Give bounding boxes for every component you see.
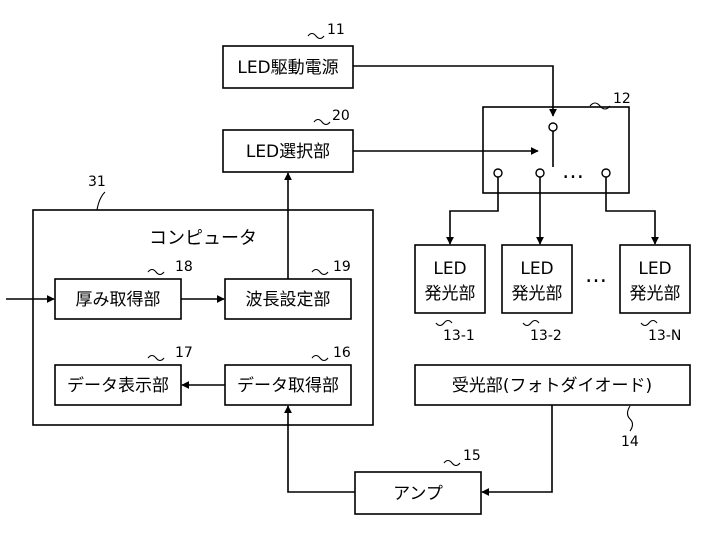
led-unit-ref-n: 13-N (648, 328, 681, 344)
data-display-ref: 17 (175, 345, 193, 361)
led-unit-box-1 (414, 244, 486, 314)
computer-ref-leader (96, 191, 106, 211)
led-unit-ref-2: 13-2 (530, 328, 562, 344)
led-units-ellipsis: … (585, 263, 607, 288)
amplifier-ref: 15 (463, 448, 481, 464)
data-display-ref-leader (147, 354, 165, 362)
data-display-box (54, 364, 182, 406)
switch-terminal-n (601, 168, 611, 178)
receiver-ref: 14 (621, 434, 639, 450)
arrow-amplifier-to-acquire (284, 405, 355, 493)
switch-box (482, 106, 630, 194)
computer-title: コンピュータ (149, 228, 257, 249)
led-unit-line1-n: LED (638, 259, 671, 279)
data-acquire-label: データ取得部 (237, 375, 339, 396)
receiver-ref-leader (626, 405, 634, 432)
led-unit-ref-leader-n (640, 319, 658, 327)
led-unit-line2-1: 発光部 (425, 284, 476, 304)
amplifier-box (354, 471, 482, 515)
data-acquire-ref: 16 (333, 345, 351, 361)
switch-terminal-1 (493, 168, 503, 178)
led-unit-box-2 (501, 244, 573, 314)
amplifier-label: アンプ (393, 484, 443, 504)
led-select-box (222, 129, 354, 173)
arrow-switch-to-led-1 (446, 177, 499, 245)
led-unit-line2-2: 発光部 (512, 284, 563, 304)
amplifier-ref-leader (443, 459, 461, 467)
led-select-label: LED選択部 (246, 142, 330, 162)
thickness-ref-leader (147, 268, 165, 276)
switch-ref: 12 (613, 91, 631, 107)
wavelength-ref-leader (311, 268, 329, 276)
led-unit-ref-leader-2 (522, 319, 540, 327)
receiver-box (414, 364, 691, 406)
led-power-label: LED駆動電源 (237, 58, 338, 78)
receiver-label: 受光部(フォトダイオード) (452, 376, 652, 396)
switch-ellipsis: … (562, 159, 584, 184)
led-power-box (222, 45, 354, 89)
arrow-receiver-to-amplifier (481, 405, 553, 496)
computer-ref: 31 (88, 174, 106, 190)
led-unit-line2-n: 発光部 (630, 284, 681, 304)
thickness-ref: 18 (175, 259, 193, 275)
led-unit-box-n (619, 244, 691, 314)
thickness-label: 厚み取得部 (76, 290, 161, 310)
data-display-label: データ表示部 (67, 375, 169, 396)
data-acquire-ref-leader (311, 354, 329, 362)
led-unit-ref-1: 13-1 (443, 328, 475, 344)
wavelength-ref: 19 (333, 259, 351, 275)
led-power-ref-leader (307, 32, 325, 40)
switch-ref-leader (589, 102, 611, 110)
arrow-switch-to-led-n (605, 177, 659, 245)
led-power-ref: 11 (327, 22, 345, 38)
switch-terminal-2 (535, 168, 545, 178)
arrow-power-to-switch (353, 65, 557, 117)
data-acquire-box (224, 364, 352, 406)
led-select-ref: 20 (332, 108, 350, 124)
switch-top-terminal (548, 122, 558, 132)
led-unit-line1-1: LED (433, 259, 466, 279)
thickness-box (54, 278, 182, 320)
wavelength-label: 波長設定部 (246, 290, 331, 310)
led-unit-ref-leader-1 (435, 319, 453, 327)
led-unit-line1-2: LED (520, 259, 553, 279)
led-select-ref-leader (313, 118, 331, 126)
